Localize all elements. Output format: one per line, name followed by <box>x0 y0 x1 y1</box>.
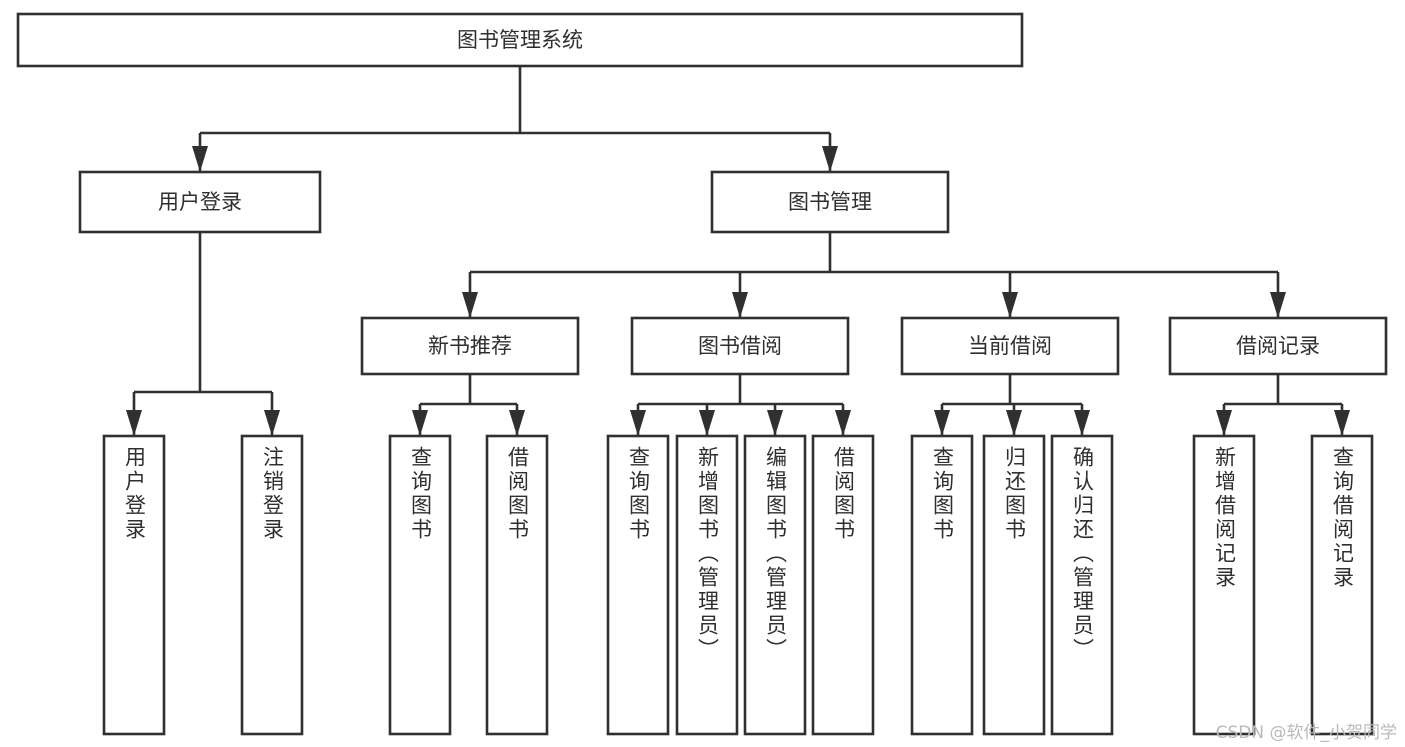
leaf-3-借阅图书[interactable] <box>485 434 549 736</box>
arrow-head-icon <box>822 146 838 172</box>
leaf-9-归还图书[interactable] <box>982 434 1046 736</box>
arrow-head-icon <box>1074 410 1090 436</box>
node-root-system[interactable] <box>16 12 1024 68</box>
leaf-5-新增图书管理员[interactable] <box>675 434 739 736</box>
connector-layer <box>126 66 1350 436</box>
leaf-8-查询图书[interactable] <box>910 434 974 736</box>
leaf-7-借阅图书[interactable] <box>811 434 875 736</box>
node-root-system-label: 图书管理系统 <box>457 28 583 52</box>
arrow-head-icon <box>934 410 950 436</box>
node-用户登录[interactable] <box>78 170 322 234</box>
leaf-6-编辑图书管理员[interactable] <box>743 434 807 736</box>
watermark-text: CSDN @软件_小贺同学 <box>1215 723 1397 743</box>
leaf-4-查询图书[interactable] <box>606 434 670 736</box>
leaf-1-注销登录[interactable] <box>240 434 304 736</box>
arrow-head-icon <box>1006 410 1022 436</box>
leaf-11-新增借阅记录[interactable] <box>1192 434 1256 736</box>
arrow-head-icon <box>630 410 646 436</box>
arrow-head-icon <box>1002 292 1018 318</box>
node-用户登录-label: 用户登录 <box>158 190 242 214</box>
arrow-head-icon <box>412 410 428 436</box>
node-借阅记录[interactable] <box>1168 316 1388 376</box>
node-当前借阅-label: 当前借阅 <box>968 334 1052 358</box>
node-box-layer <box>16 12 1388 736</box>
node-新书推荐[interactable] <box>360 316 580 376</box>
node-当前借阅[interactable] <box>900 316 1120 376</box>
arrow-head-icon <box>732 292 748 318</box>
arrow-head-icon <box>1334 410 1350 436</box>
arrow-head-icon <box>699 410 715 436</box>
arrow-head-icon <box>192 146 208 172</box>
arrow-head-icon <box>264 410 280 436</box>
node-借阅记录-label: 借阅记录 <box>1236 334 1320 358</box>
arrow-head-icon <box>509 410 525 436</box>
node-新书推荐-label: 新书推荐 <box>428 334 512 358</box>
arrow-head-icon <box>1216 410 1232 436</box>
node-图书管理-label: 图书管理 <box>788 190 872 214</box>
arrow-head-icon <box>462 292 478 318</box>
arrow-head-icon <box>835 410 851 436</box>
leaf-0-用户登录[interactable] <box>102 434 166 736</box>
node-图书借阅-label: 图书借阅 <box>698 334 782 358</box>
node-图书借阅[interactable] <box>630 316 850 376</box>
leaf-2-查询图书[interactable] <box>388 434 452 736</box>
node-图书管理[interactable] <box>710 170 950 234</box>
leaf-10-确认归还管理员[interactable] <box>1050 434 1114 736</box>
arrow-head-icon <box>1270 292 1286 318</box>
leaf-12-查询借阅记录[interactable] <box>1310 434 1374 736</box>
arrow-head-icon <box>126 410 142 436</box>
arrow-head-icon <box>767 410 783 436</box>
